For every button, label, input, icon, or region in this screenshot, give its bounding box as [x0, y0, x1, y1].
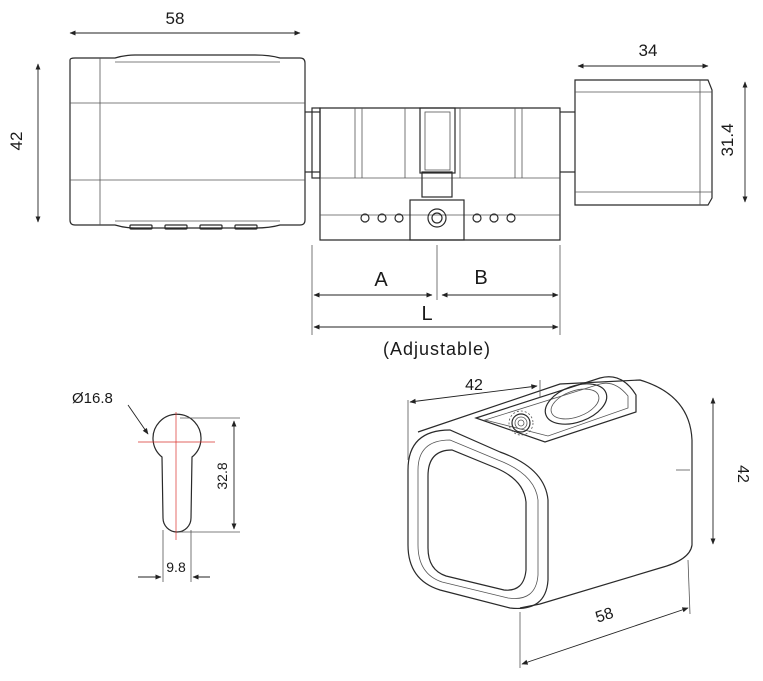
dim-iso-depth-line	[521, 607, 689, 665]
dim-cam-height: 32.8	[214, 462, 230, 489]
dim-knob-height: 42	[7, 132, 26, 151]
fingerprint-icon	[508, 410, 534, 436]
dim-cam-width: 9.8	[166, 559, 186, 575]
dim-iso-height: 42	[734, 465, 751, 483]
label-b: B	[474, 267, 487, 289]
dim-iso-width: 42	[465, 377, 483, 394]
label-l: L	[421, 303, 432, 325]
label-a: A	[374, 269, 388, 291]
cylinder-body	[305, 107, 575, 241]
dim-iso-depth: 58	[594, 605, 616, 627]
dim-knob-width: 58	[166, 9, 185, 28]
thumbturn	[574, 79, 713, 206]
dim-cam-diameter: Ø16.8	[72, 390, 113, 407]
dim-thumbturn-height: 31.4	[718, 123, 737, 156]
side-view: 58 42 34 31.4 A B L (Adjustable)	[7, 9, 748, 359]
cam-profile-view: 32.8 9.8 Ø16.8	[72, 390, 240, 582]
smart-knob-body	[69, 54, 306, 230]
adjustable-note: (Adjustable)	[383, 339, 491, 359]
dim-thumbturn-width: 34	[639, 41, 658, 60]
dim-iso-width-line	[409, 384, 538, 404]
dim-cam-diameter-leader	[127, 404, 149, 435]
isometric-knob-view: 42 42 58	[407, 376, 751, 668]
